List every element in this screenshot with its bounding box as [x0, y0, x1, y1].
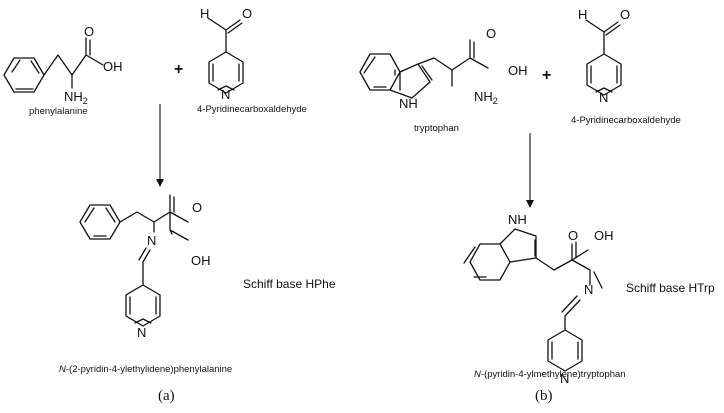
panel-label: (a)	[158, 388, 175, 404]
hphe-product-structure: O OH N N	[79, 194, 211, 340]
amine-group: NH2	[474, 89, 498, 106]
schiff-base-label: Schiff base HTrp	[626, 281, 715, 295]
phenylalanine-structure: O OH NH2	[3, 24, 123, 106]
side-chain-bonds	[43, 37, 104, 89]
panel-label: (b)	[535, 388, 553, 404]
product-name: N-(2-pyridin-4-ylethylidene)phenylalanin…	[59, 364, 232, 375]
imine-n: N	[147, 233, 156, 248]
aldehyde-o: O	[620, 7, 630, 22]
aldehyde-h: H	[200, 6, 209, 21]
panel-b: NH O OH NH2 tryptophan + H O N 4-Pyridin…	[359, 7, 715, 404]
aldehyde-h: H	[578, 7, 587, 22]
acid-carbonyl-o: O	[486, 26, 496, 41]
pyridinecarboxaldehyde-structure: H O N	[578, 7, 630, 105]
reactant1-name: phenylalanine	[29, 106, 88, 117]
acid-carbonyl-o: O	[192, 200, 202, 215]
panel-a: O OH NH2 phenylalanine + H O N 4-Pyridin…	[3, 6, 336, 404]
acid-carbonyl-o: O	[84, 24, 94, 39]
acid-carbonyl-o: O	[568, 228, 578, 243]
acid-hydroxyl: OH	[594, 228, 614, 243]
amine-group: NH2	[64, 89, 88, 106]
reactant2-name: 4-Pyridinecarboxaldehyde	[571, 115, 681, 126]
acid-bonds-a	[169, 211, 189, 241]
htrp-product-structure: NH O OH N N	[463, 212, 614, 386]
pyridine-n: N	[560, 371, 569, 386]
indole-nh: NH	[399, 96, 418, 111]
pyridine-n: N	[221, 87, 230, 102]
reactant2-name: 4-Pyridinecarboxaldehyde	[197, 104, 307, 115]
schiff-base-label: Schiff base HPhe	[243, 277, 336, 291]
plus-sign: +	[174, 61, 183, 78]
acid-hydroxyl: OH	[508, 63, 528, 78]
pyridine-n: N	[599, 90, 608, 105]
indole-nh: NH	[508, 212, 527, 227]
benzene-ring	[3, 57, 45, 93]
plus-sign: +	[542, 67, 551, 84]
pyridinecarboxaldehyde-structure: H O N	[200, 6, 252, 102]
aldehyde-o: O	[242, 6, 252, 21]
pyridine-n: N	[137, 325, 146, 340]
acid-hydroxyl: OH	[103, 59, 123, 74]
imine-n: N	[584, 282, 593, 297]
product-name: N-(pyridin-4-ylmethylene)tryptophan	[474, 369, 626, 380]
reactant1-name: tryptophan	[414, 123, 459, 134]
acid-hydroxyl: OH	[191, 253, 211, 268]
tryptophan-structure: NH O OH NH2	[359, 26, 528, 111]
